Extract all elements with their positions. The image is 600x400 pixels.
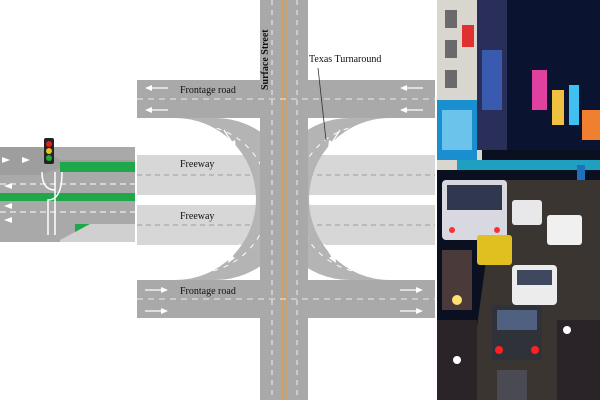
- left-intersection-diagram: [0, 138, 135, 242]
- frontage-road-bottom-label: Frontage road: [180, 286, 236, 297]
- frontage-road-top-label: Frontage road: [180, 85, 236, 96]
- green-median-upper: [60, 162, 135, 172]
- texas-turnaround-leader: [317, 67, 327, 141]
- freeway-upper-label: Freeway: [180, 159, 214, 170]
- green-median-middle: [0, 193, 135, 201]
- direction-arrows: [145, 85, 423, 314]
- night-traffic-photo: [437, 0, 600, 400]
- surface-street: [260, 0, 308, 400]
- traffic-signal-icon: [44, 138, 54, 164]
- texas-turnaround-interchange: Frontage road Frontage road Freeway Free…: [137, 0, 435, 400]
- texas-turnaround-label: Texas Turnaround: [309, 54, 381, 65]
- freeway-lower-label: Freeway: [180, 211, 214, 222]
- surface-street-label: Surface Street: [260, 29, 271, 90]
